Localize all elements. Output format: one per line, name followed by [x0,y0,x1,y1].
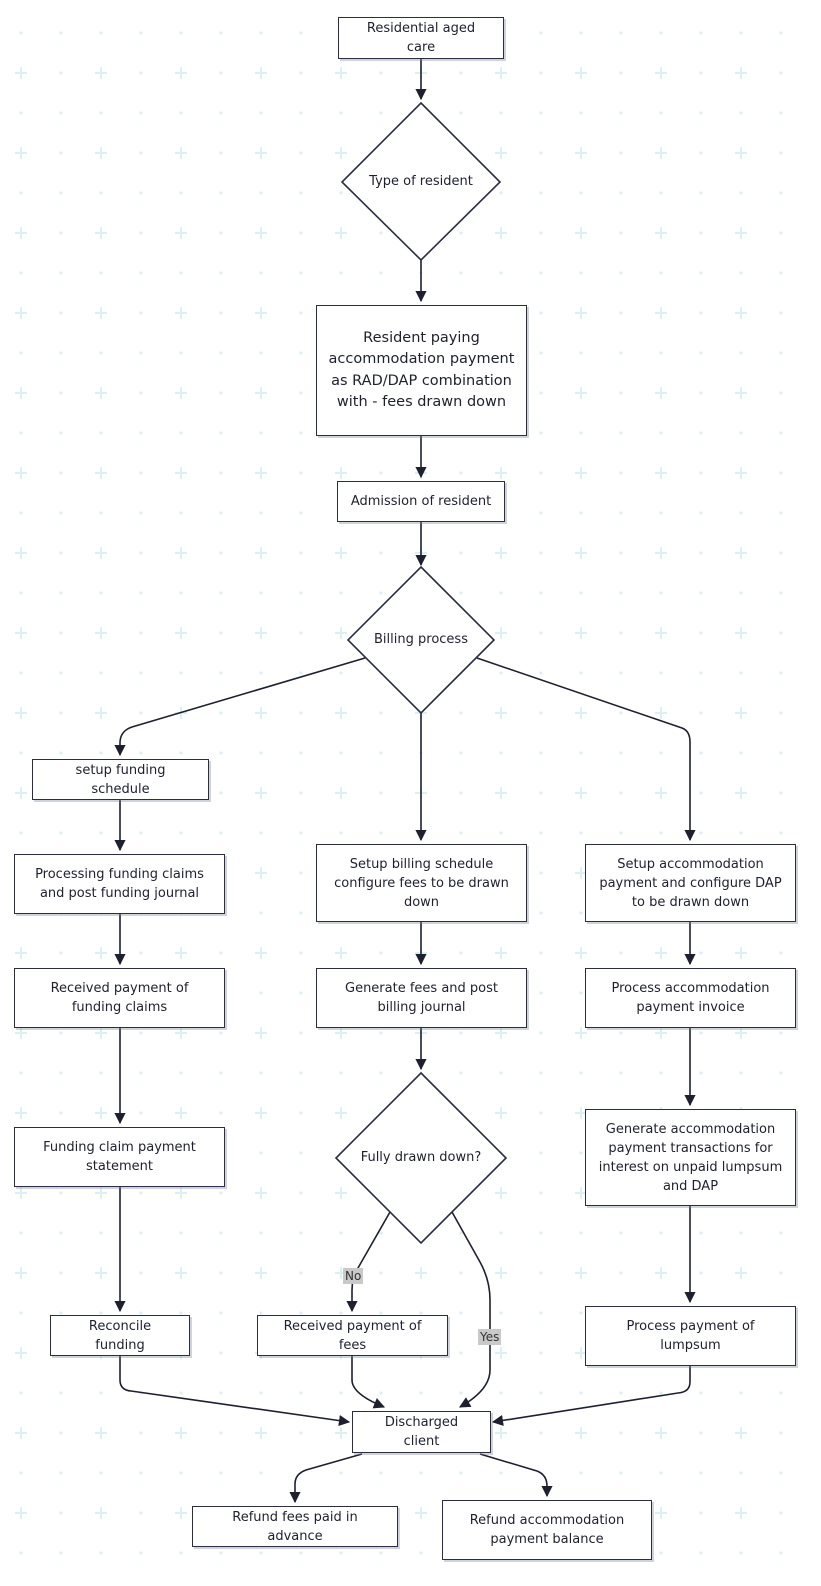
type-decision-shape [340,101,502,262]
node-process-accommodation-invoice: Process accommodation payment invoice [585,968,796,1028]
edge-billing-to-accommodation [476,657,696,842]
edge-reconcile-to-discharged [119,1356,351,1427]
node-processing-funding-claims: Processing funding claims and post fundi… [14,854,225,914]
node-setup-funding-schedule: setup funding schedule [32,759,209,800]
node-received-payment-funding-claims: Received payment of funding claims [14,968,225,1028]
edge-lumpsum-to-discharged [491,1366,691,1426]
node-setup-accommodation: Setup accommodation payment and configur… [585,844,796,922]
edge-billing-to-funding [114,657,366,757]
node-funding-claim-statement: Funding claim payment statement [14,1127,225,1187]
edge-label-yes: Yes [478,1329,502,1345]
decision-billing-process-label: Billing process [374,632,468,647]
node-resident-paying: Resident paying accommodation payment as… [316,305,527,436]
node-generate-accommodation-transactions: Generate accommodation payment transacti… [585,1109,796,1206]
node-refund-fees: Refund fees paid in advance [192,1506,398,1547]
billing-decision-shape [346,565,496,715]
node-residential-aged-care: Residential aged care [338,17,504,59]
edge-received-fees-to-discharged [351,1356,386,1409]
edge-drawn-to-received-fees [346,1211,391,1313]
node-discharged-client: Discharged client [352,1411,491,1453]
node-reconcile-funding: Reconcile funding [50,1315,190,1356]
edge-label-no: No [343,1268,364,1284]
edge-discharged-to-refund-fees [289,1453,363,1504]
node-refund-accommodation: Refund accommodation payment balance [442,1500,652,1560]
decision-type-of-resident-label: Type of resident [369,174,473,189]
node-process-payment-lumpsum: Process payment of lumpsum [585,1306,796,1366]
edge-discharged-to-refund-accommodation [479,1453,553,1498]
drawn-decision-shape [334,1071,508,1245]
node-generate-fees: Generate fees and post billing journal [316,968,527,1028]
edge-drawn-to-discharged-yes [451,1211,491,1408]
node-setup-billing-schedule: Setup billing schedule configure fees to… [316,844,527,922]
node-received-payment-of-fees: Received payment of fees [257,1315,448,1356]
decision-fully-drawn-down-label: Fully drawn down? [360,1150,482,1165]
node-admission-of-resident: Admission of resident [337,481,505,522]
